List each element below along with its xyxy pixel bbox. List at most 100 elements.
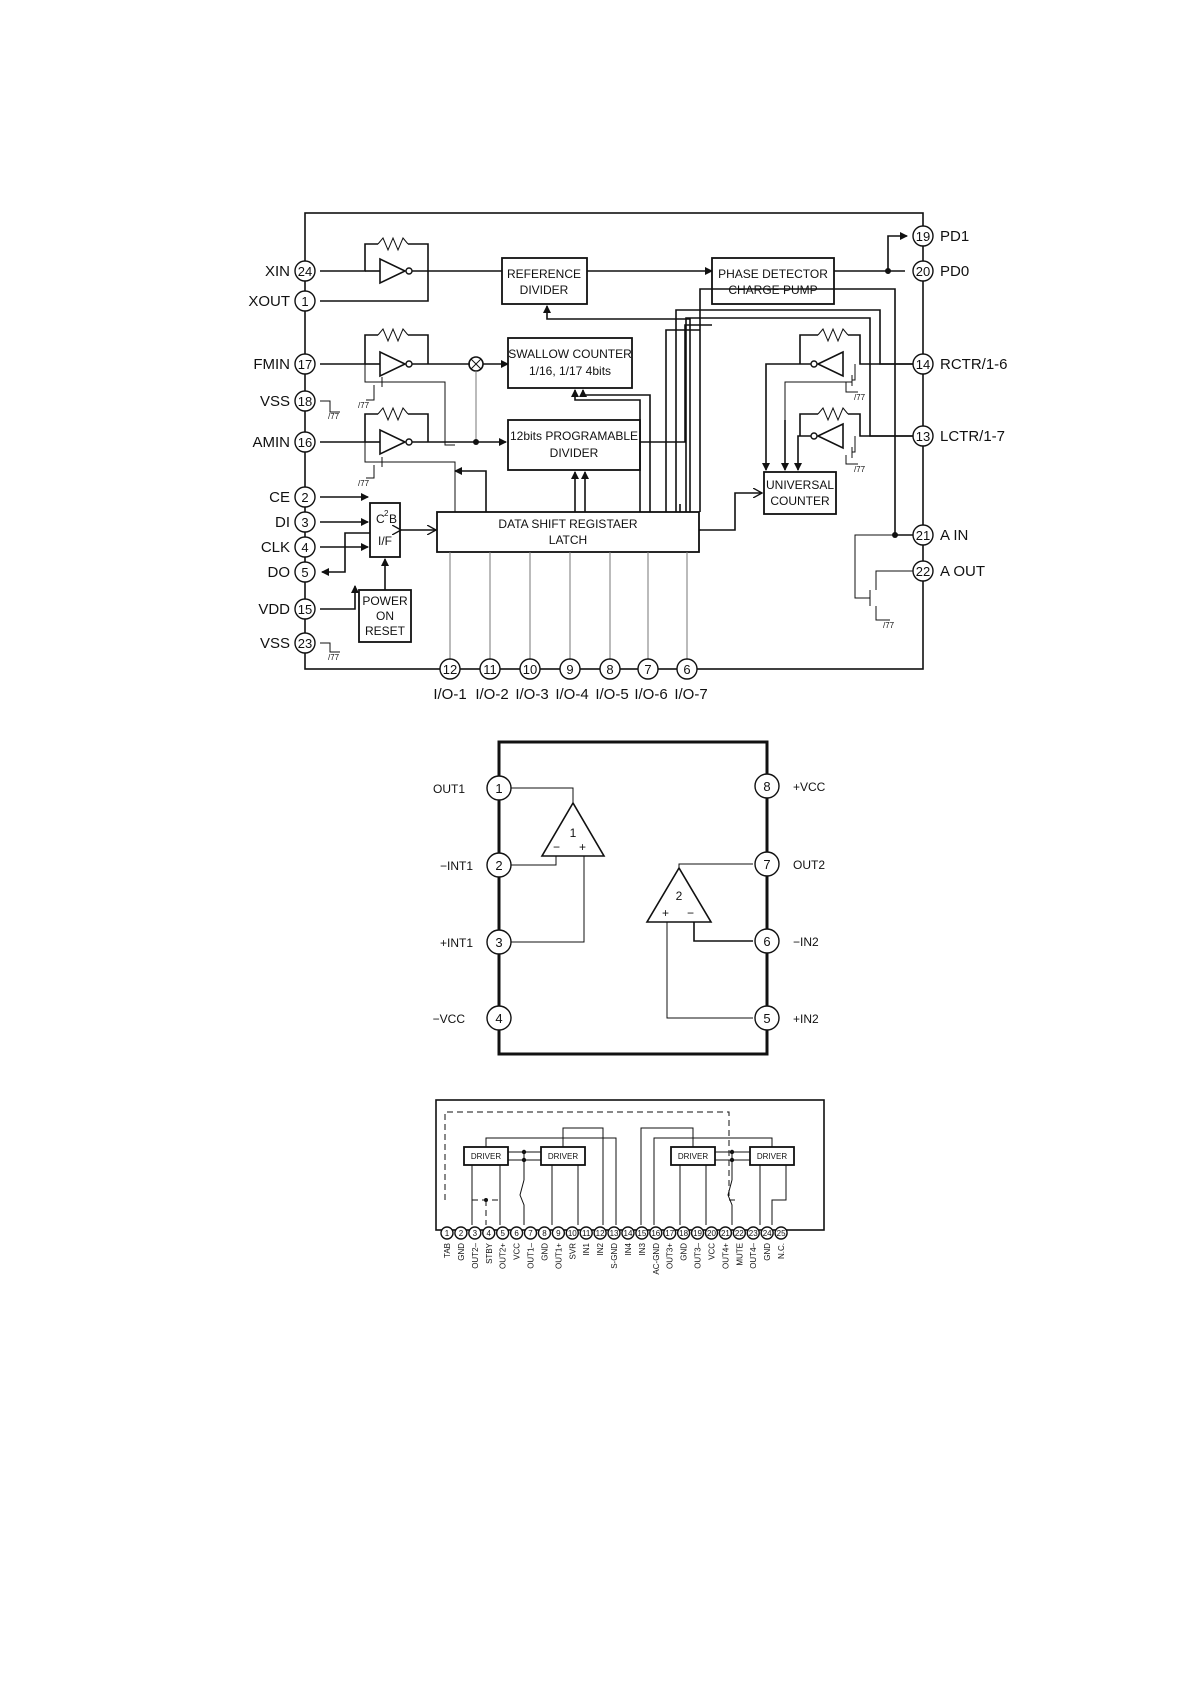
reference-divider-label-1: REFERENCE	[507, 267, 581, 281]
driver-block-3: DRIVER	[670, 1146, 716, 1166]
driver-2-label: DRIVER	[548, 1152, 578, 1161]
pll-bottom-pin-12: 12I/O-1	[433, 658, 467, 703]
svg-text:1: 1	[570, 826, 577, 840]
universal-counter: UNIVERSAL COUNTER	[763, 471, 837, 515]
driver-pin-label: IN4	[624, 1242, 633, 1255]
pll-right-pin-19: 19 PD1	[912, 225, 969, 247]
driver-pin-label: STBY	[485, 1242, 494, 1264]
svg-text:5: 5	[301, 565, 308, 580]
pin-label-di: DI	[275, 514, 290, 531]
svg-text:/77: /77	[854, 465, 866, 474]
pin-label-pd1: PD1	[940, 228, 969, 245]
opamp-pin-5: 5+IN2	[754, 1005, 819, 1031]
universal-counter-label-2: COUNTER	[770, 494, 830, 508]
svg-text:4: 4	[301, 540, 308, 555]
lctr-buffer: /77	[794, 406, 923, 474]
driver-pin-number: 16	[651, 1229, 660, 1238]
svg-text:1: 1	[495, 781, 502, 796]
programmable-divider: 12bits PROGRAMABLE DIVIDER	[507, 419, 641, 471]
driver-pin-circle	[718, 1226, 733, 1240]
opamp-pin-1: 1 OUT1	[433, 775, 512, 801]
driver-pin-circle	[732, 1226, 747, 1240]
amin-amplifier: /77	[320, 406, 507, 512]
svg-text:+: +	[662, 906, 669, 920]
reference-divider: REFERENCE DIVIDER	[501, 257, 588, 305]
svg-text:9: 9	[566, 662, 573, 677]
svg-text:2: 2	[676, 889, 683, 903]
driver-4-label: DRIVER	[757, 1152, 787, 1161]
driver-pin-number: 18	[679, 1229, 688, 1238]
driver-pin-number: 8	[542, 1229, 547, 1238]
svg-text:B: B	[389, 512, 397, 526]
driver-pin-number: 21	[721, 1229, 730, 1238]
driver-pin-number: 4	[487, 1229, 492, 1238]
power-on-reset-label-3: RESET	[365, 624, 406, 638]
svg-text:6: 6	[763, 934, 770, 949]
driver-pin-label: AC-GND	[652, 1243, 661, 1275]
driver-pin-label: IN2	[596, 1242, 605, 1255]
driver-pin-number: 7	[528, 1229, 533, 1238]
svg-text:1: 1	[301, 294, 308, 309]
driver-pin-circle	[635, 1226, 649, 1240]
opamp-label-in2-minus: −IN2	[793, 935, 819, 949]
swallow-counter: SWALLOW COUNTER 1/16, 1/17 4bits	[507, 337, 633, 389]
driver-pin-label: N.C.	[777, 1243, 786, 1259]
driver-pin-label: GND	[457, 1243, 466, 1261]
svg-text:20: 20	[916, 264, 930, 279]
svg-text:2: 2	[301, 490, 308, 505]
opamp-pin-3: 3+INT1	[440, 929, 512, 955]
data-shift-register: DATA SHIFT REGISTAER LATCH	[436, 511, 700, 553]
pin-label-io-6: I/O-6	[634, 686, 667, 703]
svg-text:2: 2	[495, 858, 502, 873]
ccb-interface: C 2 B I/F	[369, 502, 401, 558]
pin-label-io-1: I/O-1	[433, 686, 466, 703]
opamp-label-pos-vcc: +VCC	[793, 780, 826, 794]
driver-pin-number: 20	[707, 1229, 716, 1238]
driver-pin-circle	[690, 1226, 705, 1240]
opamp-label-out1: OUT1	[433, 782, 465, 796]
driver-pin-number: 11	[582, 1229, 591, 1238]
driver-pin-label: IN1	[582, 1242, 591, 1255]
fmin-amplifier: /77	[320, 327, 470, 446]
svg-text:/77: /77	[854, 393, 866, 402]
driver-pin-number: 6	[514, 1229, 519, 1238]
svg-text:C: C	[376, 512, 385, 526]
pll-left-pin-3: 3DI	[275, 511, 316, 533]
driver-pin-number: 2	[459, 1229, 464, 1238]
svg-text:19: 19	[916, 229, 930, 244]
driver-pin-number: 22	[735, 1229, 744, 1238]
pll-bottom-pin-9: 9I/O-4	[555, 658, 589, 703]
svg-text:/77: /77	[328, 653, 340, 662]
svg-text:/77: /77	[328, 412, 340, 421]
svg-text:2: 2	[384, 509, 389, 518]
driver-pin-label: VCC	[707, 1243, 716, 1260]
pin-label-ce: CE	[269, 489, 290, 506]
driver-pin-circle	[621, 1226, 635, 1240]
driver-pin-label: OUT3+	[666, 1243, 675, 1269]
driver-pin-label: GND	[540, 1243, 549, 1261]
driver-pin-label: OUT2+	[499, 1243, 508, 1269]
driver-pin-label: GND	[763, 1243, 772, 1261]
driver-pin-number: 3	[473, 1229, 478, 1238]
io-lines	[449, 552, 688, 661]
driver-pin-label: IN3	[638, 1242, 647, 1255]
svg-text:5: 5	[763, 1011, 770, 1026]
driver-pin-circle	[593, 1226, 607, 1240]
svg-text:10: 10	[523, 662, 537, 677]
driver-pin-25: 25N.C.	[774, 1226, 788, 1259]
phase-detector-charge-pump: PHASE DETECTOR CHARGE PUMP	[711, 257, 835, 305]
pll-bottom-pin-8: 8I/O-5	[595, 658, 629, 703]
svg-text:/77: /77	[358, 479, 370, 488]
